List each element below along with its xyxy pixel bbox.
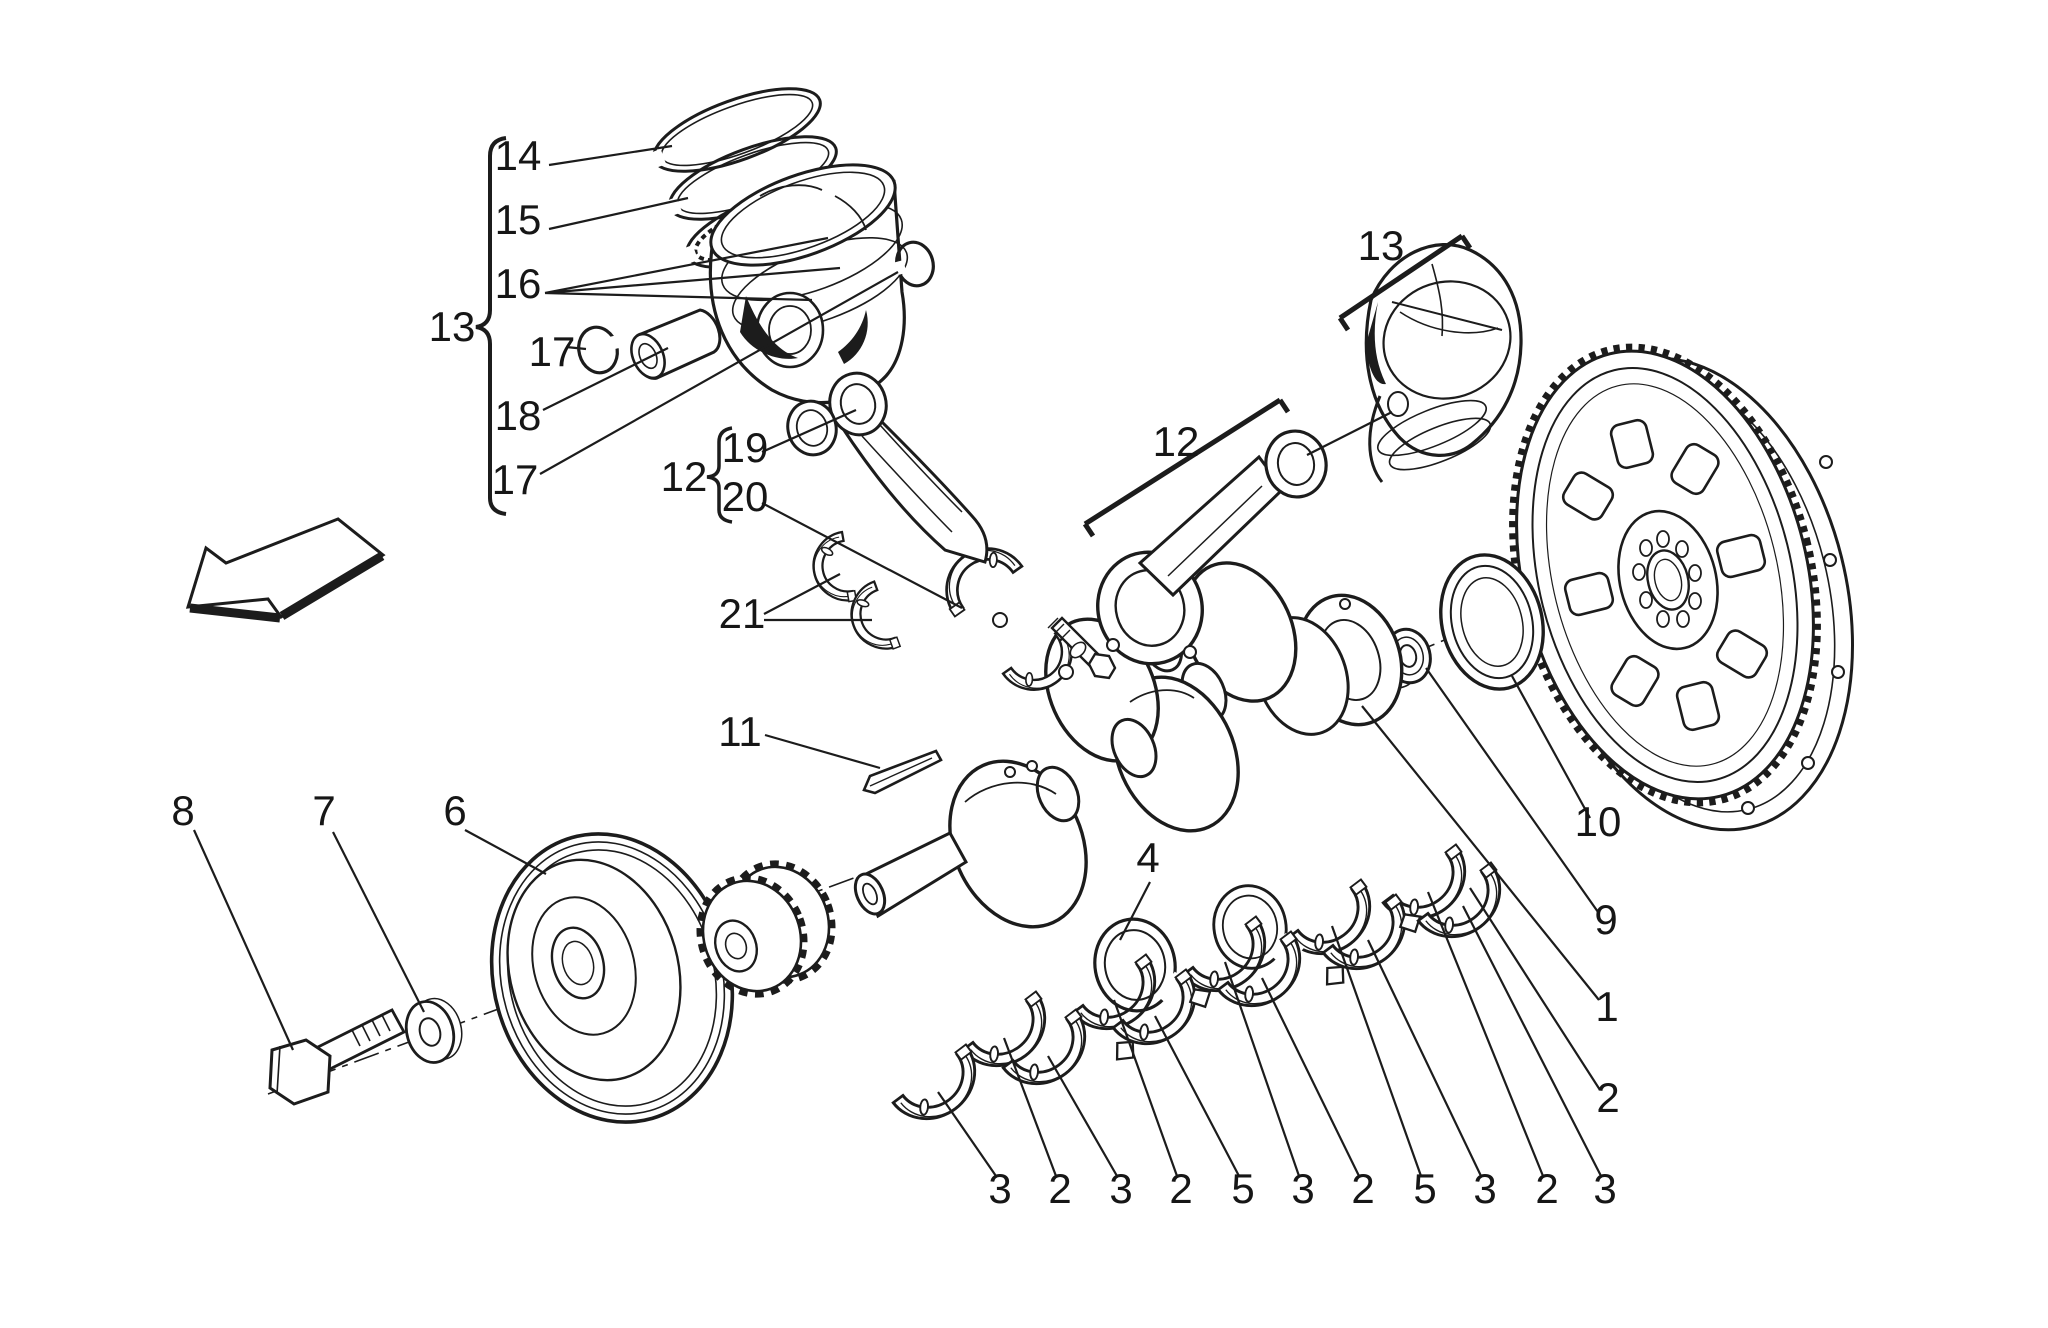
small-end-bushing [786,399,838,457]
callout-woodruff-key: 11 [718,708,762,755]
callout-bottom-5: 3 [1291,1165,1314,1212]
bracket-12-right [1082,397,1291,538]
callout-thrust-washers: 4 [1136,834,1159,881]
group-brackets [475,136,1473,538]
rear-oil-seal [1439,553,1545,691]
callout-pilot-bearing: 9 [1594,896,1617,943]
pulley-bolt [268,1008,406,1106]
callout-bottom-0: 3 [988,1165,1011,1212]
callout-bottom-2: 3 [1109,1165,1132,1212]
bracket-13-left [475,136,507,516]
callout-bottom-3: 2 [1169,1165,1192,1212]
woodruff-key-edge [869,757,933,787]
callout-pulley-washer: 7 [312,787,335,834]
circlip-right [888,240,935,288]
callout-rear-seal: 10 [1575,798,1622,845]
callout-bottom-1: 2 [1048,1165,1071,1212]
crankshaft-pulley [489,832,735,1124]
flywheel-windows [1561,418,1769,732]
direction-arrow-icon [185,517,386,623]
callout-upper-main-shell-right: 2 [1596,1074,1619,1121]
callout-gudgeon-pin: 18 [495,392,542,439]
callout-ring-second: 15 [495,196,542,243]
callout-left-piston-assembly: 13 [429,303,476,350]
timing-sprocket [696,860,836,998]
pulley-washer [404,997,463,1064]
bracket-12-left [706,426,733,524]
leader-lines [192,144,1602,1177]
callout-bottom-6: 2 [1351,1165,1374,1212]
rod-bolt [1047,616,1117,680]
left-piston [708,163,909,405]
gudgeon-pin [630,308,722,380]
callout-left-conrod-assembly: 12 [661,453,708,500]
flywheel [1509,343,1855,832]
right-piston [1364,242,1523,483]
circlip-left [577,325,624,375]
callout-ring-top: 14 [495,132,542,179]
callout-big-end-shells: 20 [722,473,769,520]
callout-circlip-a: 17 [529,328,576,375]
rod-cap [992,612,1089,706]
callout-ring-set: 16 [495,260,542,307]
right-connecting-rod [1096,429,1328,666]
callout-bottom-9: 2 [1535,1165,1558,1212]
callout-crankshaft: 1 [1595,983,1618,1030]
callout-circlip-b: 17 [492,456,539,503]
left-connecting-rod [828,371,1025,618]
flywheel-flange-holes [1741,455,1845,815]
bracket-13-right [1337,233,1473,332]
callout-pulley-bolt: 8 [171,787,194,834]
callout-right-piston-assembly: 13 [1358,222,1405,269]
callout-bottom-4: 5 [1231,1165,1254,1212]
flywheel-bolt-holes [1632,530,1702,628]
callout-labels: 14 15 16 17 18 17 13 12 19 20 21 11 8 7 … [171,132,1621,1212]
callout-bottom-10: 3 [1593,1165,1616,1212]
callout-right-conrod-assembly: 12 [1153,418,1200,465]
callout-bottom-7: 5 [1413,1165,1436,1212]
callout-pulley: 6 [443,787,466,834]
callout-small-end-bushing: 19 [722,424,769,471]
callout-rod-shell-pair: 21 [719,590,766,637]
callout-bottom-8: 3 [1473,1165,1496,1212]
